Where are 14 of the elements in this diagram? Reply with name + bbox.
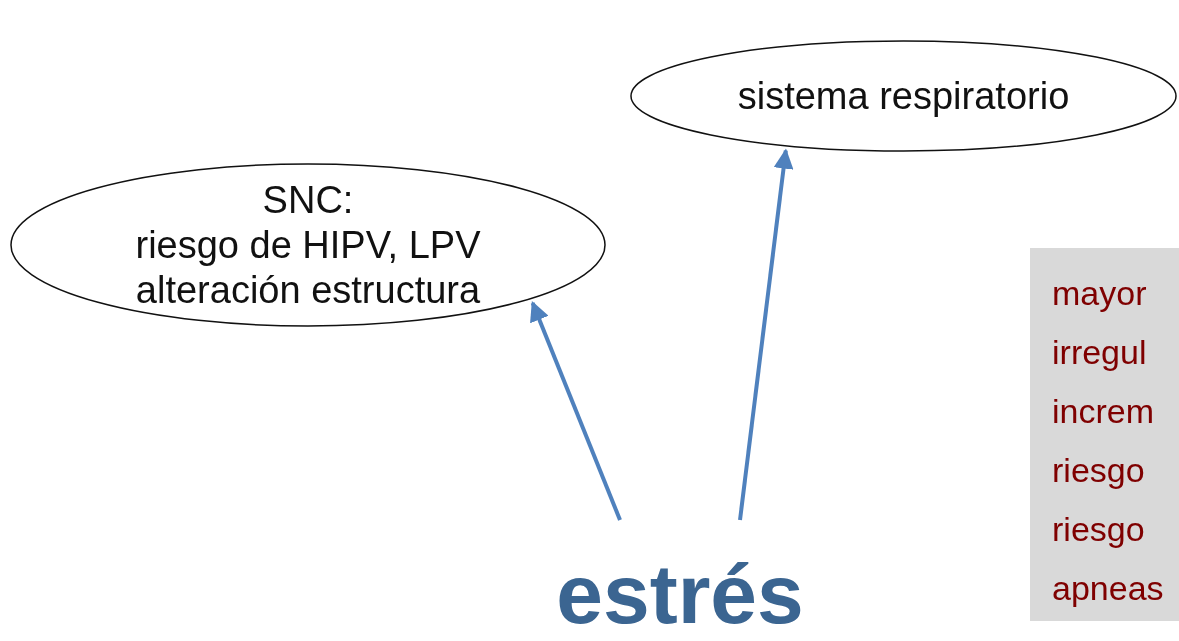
node-text: alteración estructura [135,267,481,313]
node-text: sistema respiratorio [737,73,1070,119]
list-item: mayor [1052,273,1147,314]
arrow [738,148,794,521]
list-item: irregul [1052,332,1147,373]
node-text: riesgo de HIPV, LPV [135,222,481,268]
arrow [530,301,622,521]
list-item: riesgo [1052,509,1145,550]
list-item: increm [1052,391,1155,432]
note-panel [1030,248,1179,621]
node-heading: SNC: [262,177,354,223]
stress-word: estrés [556,548,804,641]
list-item: riesgo [1052,450,1145,491]
list-item: apneas [1052,568,1164,609]
